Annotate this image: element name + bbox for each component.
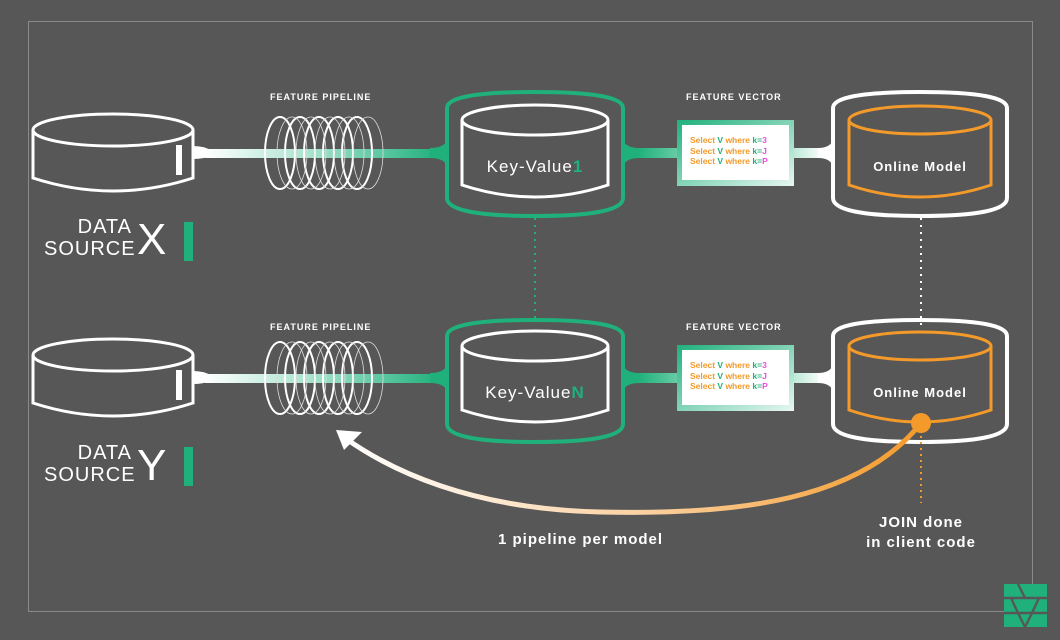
- feature-pipeline-label-1: FEATURE PIPELINE: [270, 92, 372, 102]
- data-source-y-cylinder: [31, 337, 195, 418]
- query-select: Select: [690, 370, 718, 381]
- data-source-bar: [184, 222, 193, 261]
- key-value-prefix: Key-Value: [485, 383, 572, 402]
- query-select: Select: [690, 135, 718, 145]
- key-value-1-label: Key-Value1: [445, 157, 625, 177]
- query-line: Select V where k=3: [690, 360, 789, 371]
- query-select: Select: [690, 145, 718, 156]
- feature-pipeline-rings: [264, 341, 384, 415]
- query-line: Select V where k=J: [690, 146, 789, 157]
- query-var: V: [717, 156, 726, 166]
- feature-pipeline-label-2: FEATURE PIPELINE: [270, 322, 372, 332]
- brand-logo-icon: [1004, 584, 1047, 627]
- kv-out-flare: [623, 140, 640, 166]
- data-source-bar: [184, 447, 193, 486]
- query-value: 3: [762, 360, 767, 370]
- online-model-2-label: Online Model: [873, 385, 967, 400]
- query-key: k=: [752, 145, 763, 156]
- data-word: DATA: [77, 216, 132, 238]
- query-where: where: [725, 135, 753, 145]
- online-model-2-capsule: [831, 317, 1009, 445]
- cylinder-slot-mark: [176, 370, 182, 400]
- row-2: [31, 317, 1009, 445]
- query-key: k=: [752, 381, 763, 391]
- diagram-frame: [28, 21, 1033, 612]
- query-value: P: [762, 381, 768, 391]
- online-model-1-cylinder: [847, 104, 993, 199]
- om-in-flare: [818, 365, 833, 391]
- query-where: where: [725, 370, 753, 381]
- pipeline-per-model-note: 1 pipeline per model: [498, 531, 664, 548]
- arrow-head-icon: [336, 430, 362, 450]
- key-value-index: N: [571, 383, 585, 402]
- query-select: Select: [690, 156, 718, 166]
- online-model-1-capsule: [831, 89, 1009, 219]
- query-var: V: [717, 370, 726, 381]
- pipe-segment-3: [794, 373, 824, 383]
- query-where: where: [725, 145, 753, 156]
- query-var: V: [717, 360, 726, 370]
- query-line: Select V where k=P: [690, 156, 789, 167]
- query-var: V: [717, 145, 726, 156]
- query-select: Select: [690, 381, 718, 391]
- query-var: V: [717, 135, 726, 145]
- query-var: V: [717, 381, 726, 391]
- query-key: k=: [752, 370, 763, 381]
- om-in-flare: [818, 140, 833, 166]
- pipeline-per-model-arrow: [343, 421, 923, 515]
- data-source-words: DATA SOURCE: [44, 442, 136, 486]
- key-value-1-cylinder: [460, 103, 610, 199]
- data-source-letter: X: [137, 215, 167, 264]
- data-source-letter: Y: [137, 441, 167, 490]
- online-model-2-cylinder: [847, 330, 993, 424]
- join-note-line-1: JOIN done: [878, 514, 963, 531]
- key-value-n-cylinder: [460, 329, 610, 424]
- key-value-n-capsule: [445, 317, 625, 445]
- query-key: k=: [752, 360, 763, 370]
- query-line: Select V where k=P: [690, 381, 789, 392]
- data-source-words: DATA SOURCE: [44, 216, 136, 260]
- query-value: J: [762, 145, 767, 156]
- feature-vector-label-1: FEATURE VECTOR: [686, 92, 782, 102]
- kv-in-flare: [430, 365, 447, 391]
- query-where: where: [725, 381, 753, 391]
- pipe-segment-3: [794, 148, 824, 158]
- query-line: Select V where k=J: [690, 371, 789, 382]
- pipe-segment-2: [638, 373, 682, 383]
- query-key: k=: [752, 156, 763, 166]
- data-source-x-cylinder: [31, 112, 195, 193]
- query-select: Select: [690, 360, 718, 370]
- join-point: [911, 413, 931, 433]
- source-word: SOURCE: [44, 238, 136, 260]
- kv-out-flare: [623, 365, 640, 391]
- query-value: 3: [762, 135, 767, 145]
- key-value-prefix: Key-Value: [486, 157, 573, 176]
- key-value-index: 1: [572, 157, 584, 176]
- data-word: DATA: [77, 442, 132, 464]
- cylinder-slot-mark: [176, 145, 182, 175]
- query-value: P: [762, 156, 768, 166]
- join-note: JOIN done in client code: [840, 513, 1002, 553]
- online-model-1-label: Online Model: [873, 159, 967, 174]
- query-where: where: [725, 156, 753, 166]
- feature-pipeline-rings: [264, 116, 384, 190]
- query-value: J: [762, 370, 767, 381]
- pipe-segment-2: [638, 148, 682, 158]
- feature-vector-label-2: FEATURE VECTOR: [686, 322, 782, 332]
- query-line: Select V where k=3: [690, 135, 789, 146]
- query-where: where: [725, 360, 753, 370]
- key-value-n-label: Key-ValueN: [445, 383, 625, 403]
- key-value-1-capsule: [445, 89, 625, 219]
- row-1: [31, 89, 1009, 219]
- join-note-line-2: in client code: [866, 534, 976, 551]
- source-word: SOURCE: [44, 464, 136, 486]
- kv-in-flare: [430, 140, 447, 166]
- query-key: k=: [752, 135, 763, 145]
